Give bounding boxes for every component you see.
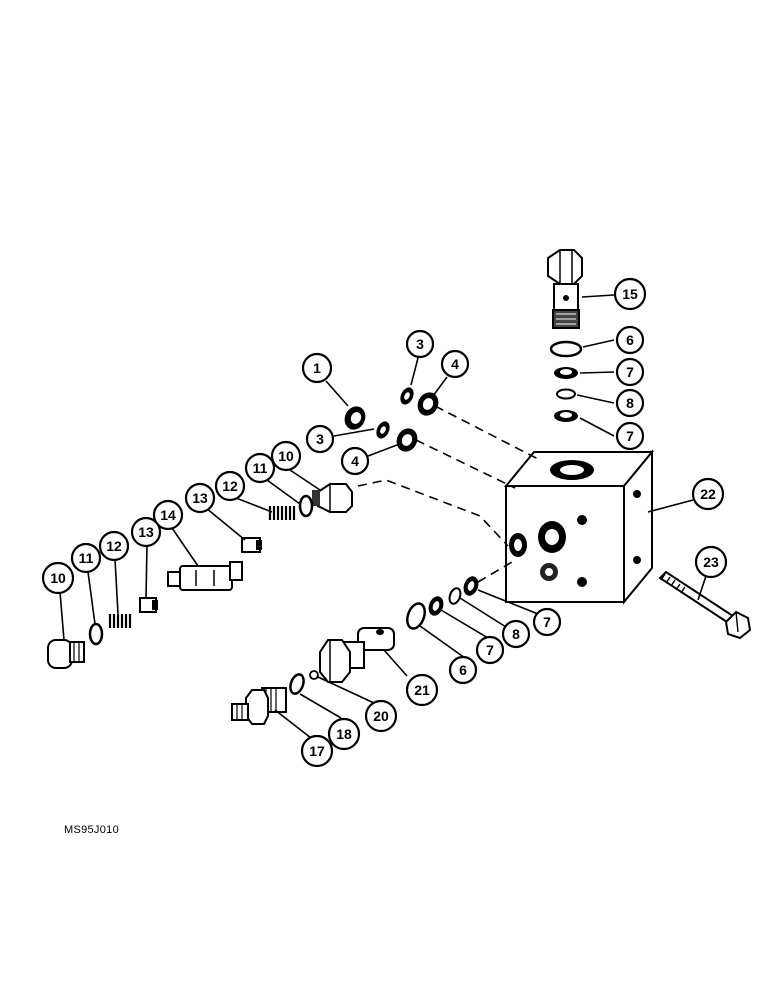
callout-18: 18 (327, 717, 361, 751)
callout-6: 6 (448, 655, 478, 685)
callout-4: 4 (340, 446, 370, 476)
callout-label: 21 (414, 682, 430, 698)
callout-7: 7 (532, 607, 562, 637)
callout-10: 10 (270, 440, 302, 472)
o-ring-part (298, 494, 314, 518)
callout-label: 17 (309, 743, 325, 759)
figure-code: MS95J010 (64, 824, 119, 836)
spring-part (108, 614, 132, 628)
o-ring-part (88, 622, 104, 646)
callout-8: 8 (615, 388, 645, 418)
seal-part (428, 596, 444, 616)
callout-22: 22 (691, 477, 725, 511)
seal-part (554, 410, 578, 422)
callout-3: 3 (405, 329, 435, 359)
washer-part (417, 392, 439, 416)
plug-part (312, 483, 353, 513)
backup-ring-part (556, 388, 576, 400)
callout-12: 12 (98, 530, 130, 562)
callout-label: 22 (700, 486, 716, 502)
callout-label: 6 (459, 662, 467, 678)
callout-label: 23 (703, 554, 719, 570)
poppet-part (241, 537, 262, 553)
callout-8: 8 (501, 619, 531, 649)
callout-label: 7 (543, 614, 551, 630)
callout-10: 10 (41, 561, 75, 595)
assembly-lines (357, 405, 541, 583)
callout-label: 8 (512, 626, 520, 642)
callout-label: 10 (50, 570, 66, 586)
callout-23: 23 (694, 545, 728, 579)
callout-label: 12 (106, 538, 122, 554)
callout-label: 13 (192, 490, 208, 506)
callout-21: 21 (405, 673, 439, 707)
seal-part (463, 576, 479, 596)
callout-label: 7 (626, 428, 634, 444)
callout-label: 11 (253, 460, 268, 476)
callout-7: 7 (615, 421, 645, 451)
callout-7: 7 (475, 635, 505, 665)
callout-20: 20 (364, 699, 398, 733)
callout-label: 15 (622, 286, 638, 302)
ball-part (309, 670, 319, 680)
washer-part (344, 406, 366, 430)
seal-part (554, 367, 578, 379)
callout-label: 3 (416, 336, 424, 352)
spring-part (268, 506, 296, 520)
callout-4: 4 (440, 349, 470, 379)
callout-13: 13 (184, 482, 216, 514)
poppet-part (139, 597, 158, 613)
washer-part (549, 340, 583, 358)
callout-label: 7 (486, 642, 494, 658)
callout-1: 1 (301, 352, 333, 384)
fitting-body-part (319, 627, 395, 683)
callout-label: 4 (451, 356, 459, 372)
callout-7: 7 (615, 357, 645, 387)
callout-14: 14 (152, 499, 184, 531)
callout-label: 10 (278, 448, 294, 464)
callout-label: 12 (222, 478, 238, 494)
spool-part (167, 561, 243, 591)
callout-label: 11 (79, 550, 94, 566)
leader-lines (59, 294, 707, 739)
callout-11: 11 (244, 452, 276, 484)
callout-3: 3 (305, 424, 335, 454)
callout-13: 13 (130, 516, 162, 548)
bolt-part (658, 570, 752, 640)
callout-label: 18 (336, 726, 352, 742)
washer-part (406, 602, 426, 630)
callout-label: 13 (138, 524, 154, 540)
callout-label: 4 (351, 453, 359, 469)
callout-label: 20 (373, 708, 389, 724)
callout-label: 6 (626, 332, 634, 348)
callout-label: 7 (626, 364, 634, 380)
fitting-part (231, 687, 287, 725)
callout-6: 6 (615, 325, 645, 355)
o-ring-part (289, 673, 305, 695)
callout-17: 17 (300, 734, 334, 768)
callout-label: 14 (160, 507, 176, 523)
callout-label: 3 (316, 431, 324, 447)
callout-12: 12 (214, 470, 246, 502)
callout-label: 1 (313, 360, 321, 376)
callout-label: 8 (626, 395, 634, 411)
backup-ring-part (448, 587, 462, 605)
valve-body-part (503, 449, 655, 605)
callout-15: 15 (613, 277, 647, 311)
plug-part (47, 639, 85, 669)
o-ring-part (376, 421, 390, 439)
relief-valve-cartridge (547, 249, 583, 329)
callout-11: 11 (70, 542, 102, 574)
o-ring-part (400, 387, 414, 405)
washer-part (396, 428, 418, 452)
